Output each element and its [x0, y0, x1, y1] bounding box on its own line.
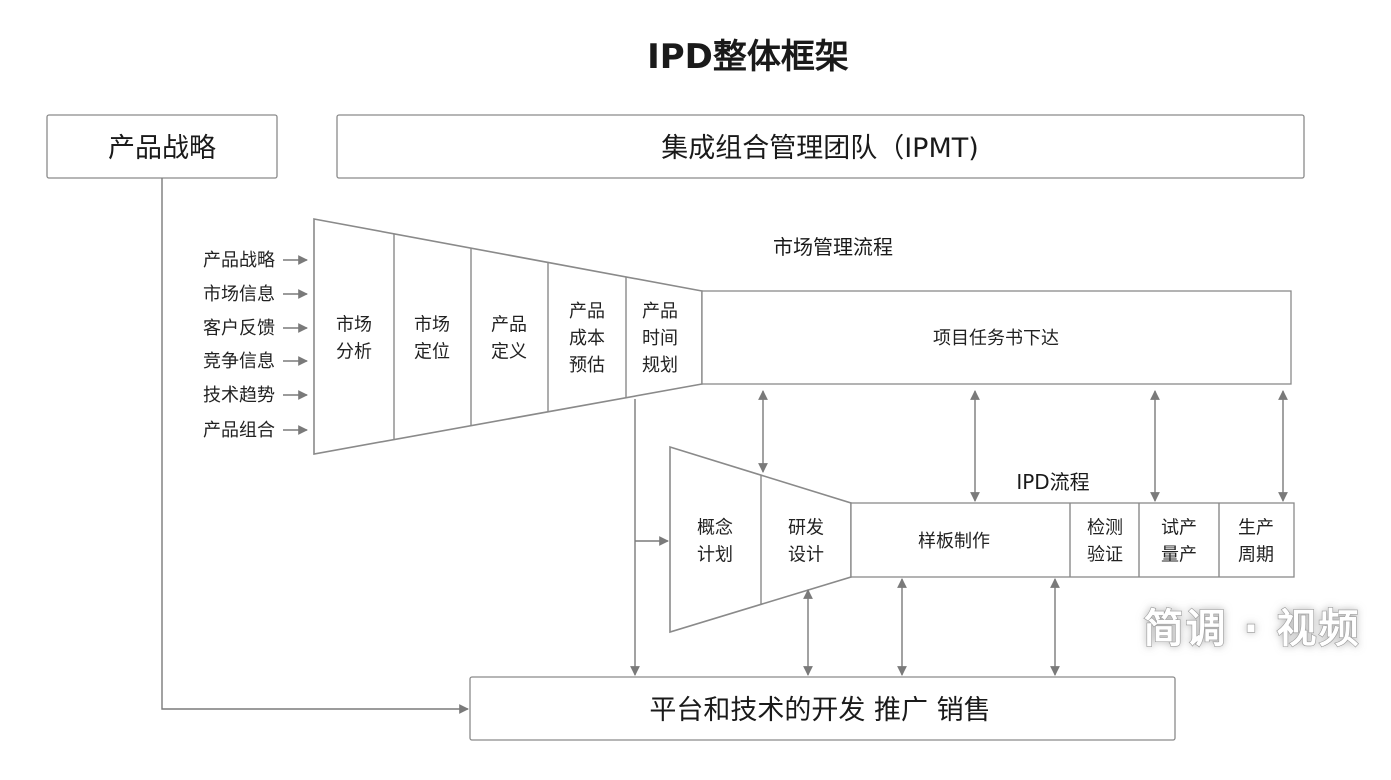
- ipd-funnel-stage-label: 计划: [697, 545, 733, 566]
- ipd-funnel-stage-label: 概念: [697, 517, 733, 539]
- market-stage-label: 预估: [569, 355, 605, 376]
- input-label: 产品组合: [203, 420, 275, 441]
- ipd-funnel-stage-label: 研发: [788, 518, 824, 539]
- ipd-row-stage-label: 样板制作: [918, 531, 990, 552]
- ipd-row-stage-label: 周期: [1238, 545, 1274, 566]
- platform-box: 平台和技术的开发 推广 销售: [469, 676, 1176, 741]
- ipd-process-funnel: [669, 445, 852, 634]
- input-label: 客户反馈: [203, 318, 275, 339]
- ipd-row-stage-label: 生产: [1238, 518, 1274, 539]
- ipd-row-stage-label: 试产: [1161, 518, 1197, 539]
- watermark: 简调 · 视频: [1143, 606, 1360, 652]
- market-stage-label: 时间: [642, 328, 678, 349]
- ipmt-box: 集成组合管理团队（IPMT): [336, 114, 1305, 179]
- ipd-row-stage-label: 验证: [1087, 545, 1123, 566]
- ipmt-box-label: 集成组合管理团队（IPMT): [661, 133, 979, 164]
- market-process-funnel: [313, 218, 703, 455]
- market-stage-label: 产品: [491, 315, 527, 336]
- input-label: 产品战略: [203, 250, 275, 271]
- ipd-process-label: IPD流程: [1016, 470, 1089, 494]
- task-box-label: 项目任务书下达: [933, 328, 1059, 349]
- strategy-box: 产品战略: [46, 114, 278, 179]
- strategy-to-platform-connector: [161, 178, 469, 714]
- market-stage-label: 产品: [569, 301, 605, 322]
- market-stage-label: 规划: [642, 355, 678, 376]
- market-stage-label: 定义: [491, 342, 527, 363]
- market-stage-label: 定位: [414, 342, 450, 363]
- market-stage-label: 产品: [642, 301, 678, 322]
- task-box: 项目任务书下达: [701, 290, 1292, 385]
- input-label: 市场信息: [203, 284, 275, 305]
- platform-box-label: 平台和技术的开发 推广 销售: [649, 695, 990, 726]
- ipd-funnel-stage-label: 设计: [788, 545, 824, 566]
- market-stage-label: 市场: [414, 315, 450, 336]
- ipd-row-stage-label: 量产: [1161, 545, 1197, 566]
- ipd-stage-row: [850, 502, 1295, 578]
- ipd-row-stage-label: 检测: [1087, 518, 1123, 539]
- input-label: 竞争信息: [203, 351, 275, 372]
- market-process-label: 市场管理流程: [773, 235, 893, 259]
- strategy-box-label: 产品战略: [108, 133, 216, 164]
- diagram-title: IPD整体框架: [647, 37, 849, 77]
- input-label: 技术趋势: [203, 385, 275, 406]
- market-stage-label: 市场: [336, 315, 372, 336]
- market-stage-label: 分析: [336, 342, 372, 363]
- market-stage-label: 成本: [569, 328, 605, 349]
